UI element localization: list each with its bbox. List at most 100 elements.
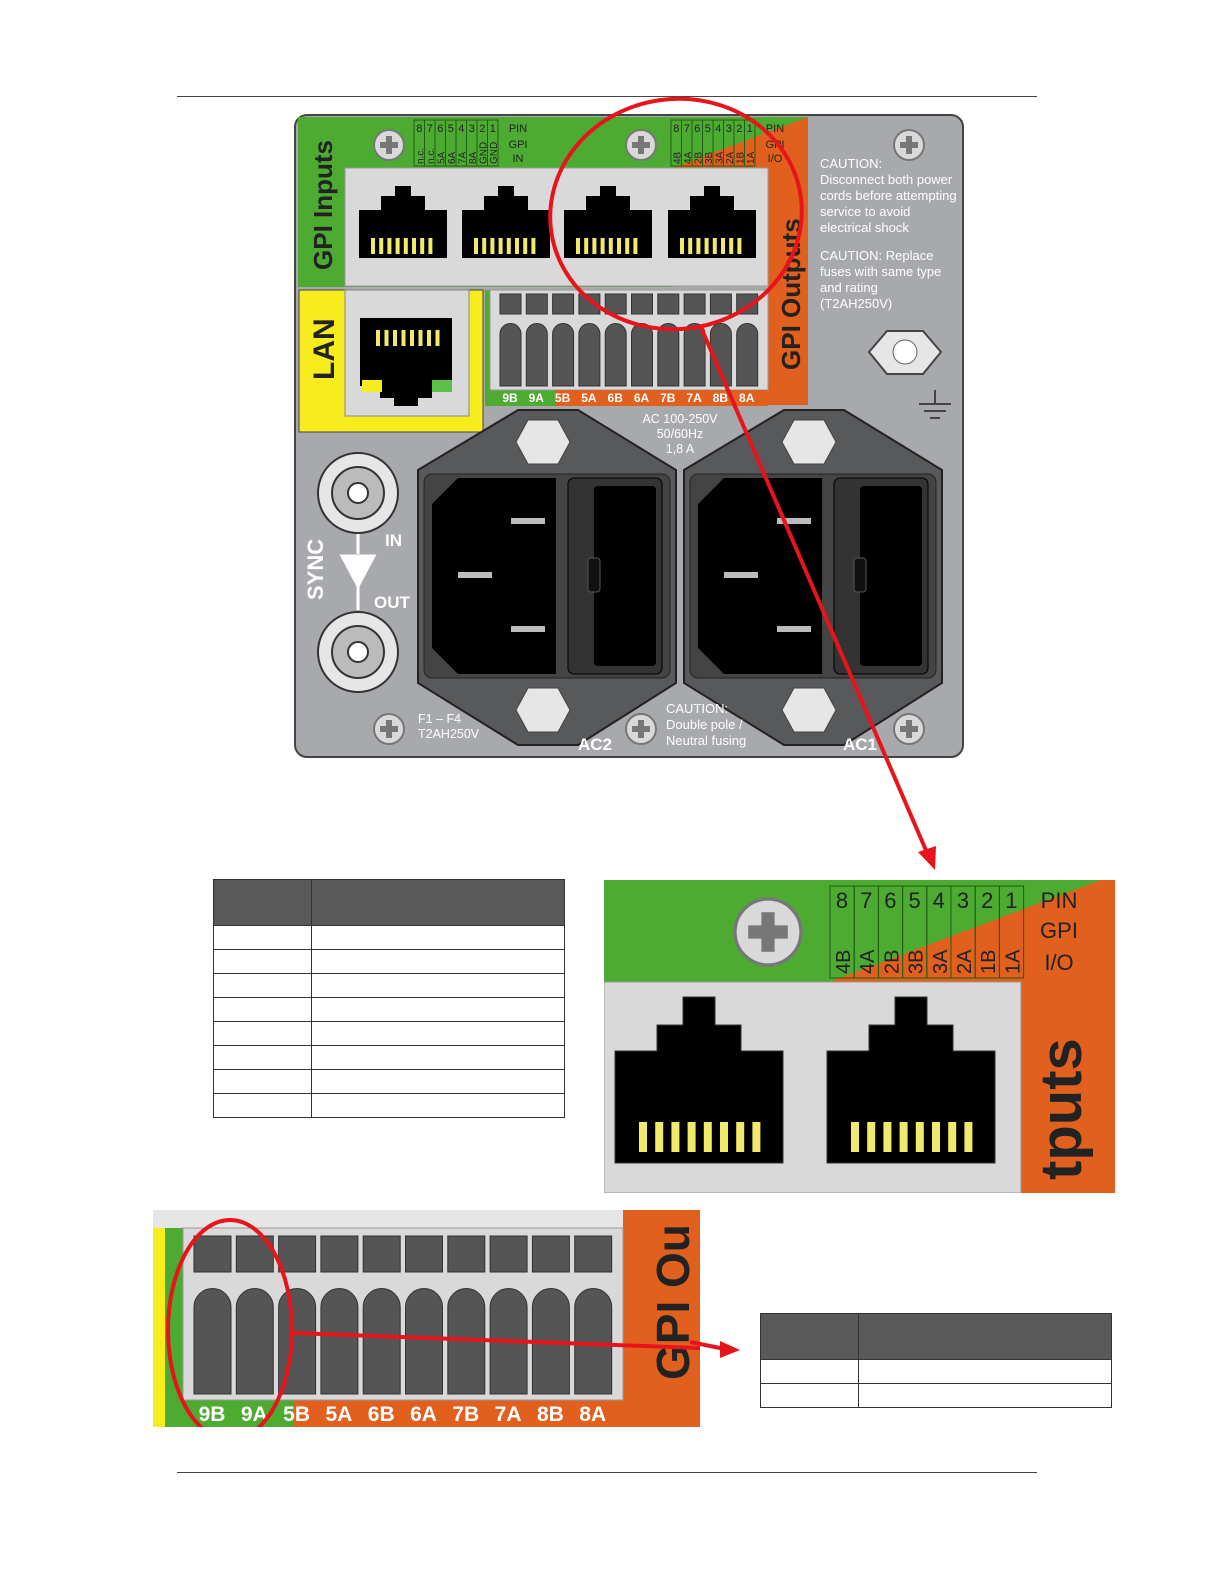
caption-line: CAUTION: <box>820 156 882 171</box>
gpi-header: GPI <box>509 139 528 151</box>
pin-number: 8 <box>673 123 679 135</box>
table-row <box>213 1069 565 1094</box>
pin-signal: n.c. <box>415 148 426 164</box>
caption-line: and rating <box>820 280 878 295</box>
pin-signal: GND <box>478 142 489 164</box>
pin-signal: 5A <box>436 151 447 164</box>
terminal-label: 5A <box>581 391 597 405</box>
terminal-label: 8B <box>713 391 729 405</box>
pin-number: 2 <box>479 123 485 135</box>
zoom-pin-number: 3 <box>957 888 969 913</box>
pin-header: PIN <box>509 123 527 135</box>
screw-icon <box>625 713 657 745</box>
zoom-pin-signal: 1A <box>1002 949 1024 974</box>
pin-number: 2 <box>736 123 742 135</box>
terminal-label: 5B <box>555 391 571 405</box>
table-header-cell <box>858 1313 1112 1360</box>
zoom-terminal-label: 9A <box>241 1403 268 1426</box>
zoom-rj45-port-icon <box>614 996 784 1164</box>
ac1-label: AC1 <box>843 735 877 754</box>
table-row <box>213 1021 565 1046</box>
zoom-terminal-label: 5A <box>325 1403 352 1426</box>
highlight-arrow <box>698 324 930 856</box>
terminal-label: 7A <box>686 391 702 405</box>
zoom-terminal-label: 7B <box>452 1403 479 1426</box>
caution-pole-text: CAUTION:Double pole /Neutral fusing <box>666 701 746 748</box>
pin-signal: 4A <box>683 151 694 164</box>
terminal-pin-icon <box>631 323 653 387</box>
zoom-pin-signal: 4B <box>833 950 855 974</box>
table-row <box>213 949 565 974</box>
screw-icon <box>625 129 657 161</box>
ground-icon <box>919 390 951 419</box>
screw-icon <box>733 897 803 967</box>
zoom-pin-signal: 1B <box>978 950 1000 974</box>
pin-signal: 7A <box>457 151 468 164</box>
zoom-pin-signal: 3A <box>930 949 952 974</box>
lan-led-icon <box>432 380 452 392</box>
caption-line: Disconnect both power <box>820 172 953 187</box>
zoom-pin-number: 8 <box>836 888 848 913</box>
table-row <box>213 925 565 950</box>
zoom-pin-signal: 3B <box>906 950 928 974</box>
pin-signal: n.c. <box>426 148 437 164</box>
pin-number: 4 <box>458 123 464 135</box>
pin-number: 6 <box>694 123 700 135</box>
table-row <box>760 1359 1112 1384</box>
zoom-terminal-pin-icon <box>405 1288 443 1395</box>
sync-arrow-icon <box>339 534 377 610</box>
zoom-terminal-pin-icon <box>235 1288 274 1395</box>
caption-line: fuses with same type <box>820 264 941 279</box>
gpi-header: IN <box>513 153 524 165</box>
caption-line: T2AH250V <box>418 727 480 741</box>
zoom-terminal-label: 7A <box>495 1403 522 1426</box>
zoom-terminal-label: 5B <box>283 1403 310 1426</box>
terminal-pin-icon <box>552 323 575 387</box>
zoom-pin-number: 4 <box>933 888 945 913</box>
zoom-pin-signal: 2A <box>954 949 976 974</box>
sync-label: SYNC <box>303 539 328 600</box>
pin-signal: 1A <box>746 151 757 164</box>
terminal-label: 7B <box>660 391 676 405</box>
zoom-gpi-outputs-label: GPI Ou <box>647 1224 699 1380</box>
pin-number: 1 <box>490 123 496 135</box>
ac2-label: AC2 <box>578 735 612 754</box>
zoom-pin-number: 5 <box>908 888 920 913</box>
hex-nut-icon <box>515 687 571 733</box>
zoom-terminal-label: 6A <box>410 1403 437 1426</box>
terminal-pin-icon <box>525 323 548 387</box>
caption-line: CAUTION: Replace <box>820 248 933 263</box>
highlight-arrow <box>292 1331 700 1351</box>
terminal-pinout-table <box>760 1313 1112 1408</box>
highlight-ellipse <box>166 1218 294 1427</box>
table-row <box>213 973 565 998</box>
pin-signal: 3B <box>704 151 715 164</box>
zoom-pin-number: 6 <box>884 888 896 913</box>
terminal-pin-icon <box>499 323 522 387</box>
terminal-pin-icon <box>709 323 732 387</box>
zoom-rj45-port-icon <box>826 996 996 1164</box>
highlight-ellipse <box>548 96 804 332</box>
iec-socket-icon <box>432 478 556 674</box>
caption-line: service to avoid <box>820 204 910 219</box>
gpi-outputs-band <box>673 117 808 405</box>
screw-icon <box>373 713 405 745</box>
pin-signal: 1B <box>735 151 746 164</box>
terminal-label: 6A <box>634 391 650 405</box>
zoom-pin-number: 2 <box>981 888 993 913</box>
hex-nut-icon <box>781 419 837 465</box>
zoom-terminal-pin-icon <box>193 1288 232 1395</box>
gpi-header: I/O <box>768 153 783 165</box>
terminal-pin-icon <box>736 323 759 387</box>
table-row <box>760 1383 1112 1408</box>
lan-label: LAN <box>308 318 341 380</box>
rj45-ports <box>359 186 756 258</box>
zoom-terminal-pin-icon <box>320 1288 359 1395</box>
zoom-pin-number: 7 <box>860 888 872 913</box>
table-header-cell <box>311 879 565 926</box>
